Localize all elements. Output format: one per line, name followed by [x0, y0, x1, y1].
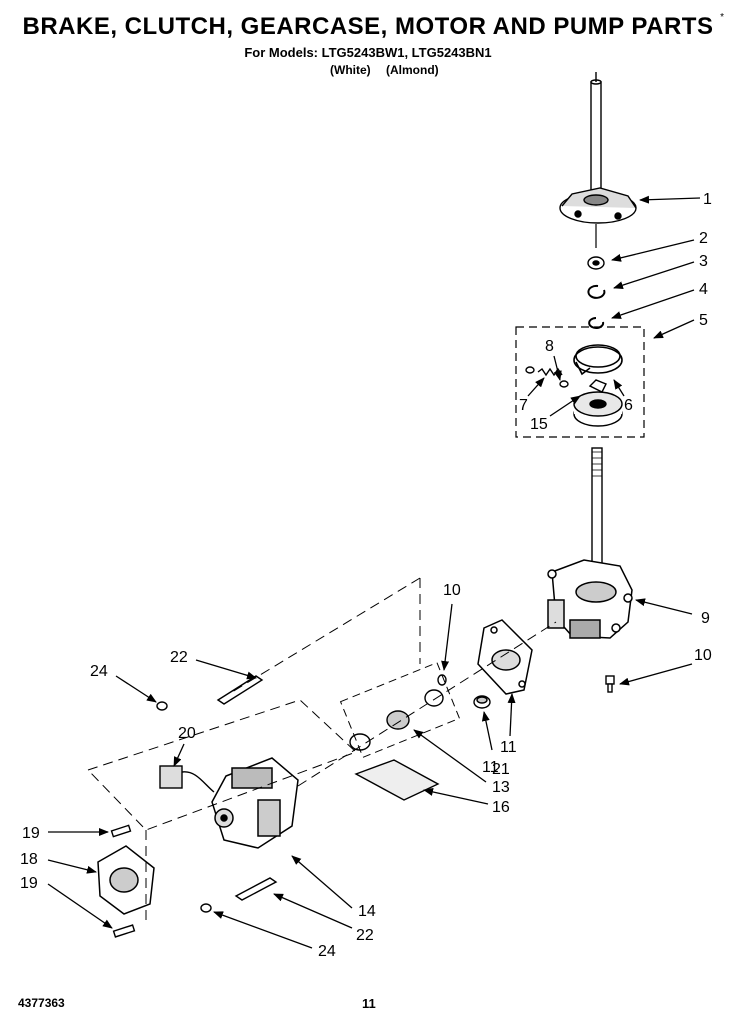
- part-8-pins: [525, 366, 569, 388]
- part-18-pump-housing: [97, 845, 155, 915]
- callout-16: 16: [492, 799, 510, 816]
- callout-11-plate: 11: [500, 739, 517, 756]
- part-19-clip-lower: [112, 924, 136, 938]
- part-1-brake-cam: [559, 187, 637, 224]
- callout-5: 5: [699, 312, 708, 329]
- part-3-retaining-ring: [587, 284, 606, 299]
- callout-24-lower: 24: [318, 943, 336, 960]
- callout-10-lower: 10: [694, 647, 712, 664]
- callout-19-lower: 19: [20, 875, 38, 892]
- part-15-clutch-drum: [573, 379, 623, 427]
- callout-10-upper: 10: [443, 582, 461, 599]
- part-pump-plate: [477, 619, 533, 695]
- part-16-mounting-pad: [354, 759, 440, 801]
- callout-6: 6: [624, 397, 633, 414]
- part-6-clutch-band: [573, 344, 623, 376]
- part-24-screw-upper: [156, 701, 168, 711]
- callout-22-upper: 22: [170, 649, 188, 666]
- callout-14: 14: [358, 903, 376, 920]
- part-19-clip-upper: [110, 824, 132, 838]
- part-10-bolt-upper: [437, 674, 447, 686]
- leader-lines: [47, 195, 701, 949]
- part-24-screw-lower: [200, 903, 212, 913]
- callout-labels: 1 2 3 4 5 6 7 8 9 10 10 11 11 13 14 15 1…: [20, 191, 712, 960]
- callout-24-upper: 24: [90, 663, 108, 680]
- models-line: For Models: LTG5243BW1, LTG5243BN1: [244, 45, 492, 60]
- part-drive-shaft: [591, 447, 603, 581]
- callout-9: 9: [701, 610, 710, 627]
- part-14-motor: [211, 757, 299, 849]
- page-number: 11: [362, 996, 376, 1011]
- part-shaft-assembly: [590, 72, 602, 198]
- part-9-gearcase: [547, 559, 633, 639]
- callout-11-cap: 11: [482, 759, 499, 776]
- corner-mark: *: [720, 12, 724, 23]
- color-labels: (White) (Almond): [330, 63, 451, 77]
- document-number: 4377363: [18, 996, 65, 1010]
- callout-13: 13: [492, 779, 510, 796]
- clutch-assembly-boundary: [515, 326, 645, 438]
- callout-18: 18: [20, 851, 38, 868]
- callout-22-lower: 22: [356, 927, 374, 944]
- part-22-belt-upper: [216, 675, 264, 705]
- callout-8: 8: [545, 338, 554, 355]
- part-7-spring: [537, 367, 563, 377]
- part-4-retaining-ring: [588, 317, 605, 329]
- motor-assembly-boundary: [87, 577, 557, 920]
- callout-15: 15: [530, 416, 548, 433]
- part-11-cap: [473, 695, 491, 709]
- callout-1: 1: [703, 191, 712, 208]
- part-20-switch: [159, 765, 215, 793]
- callout-19-upper: 19: [22, 825, 40, 842]
- part-22-belt-lower: [234, 877, 278, 901]
- color-white-label: (White): [330, 63, 371, 77]
- part-10-bolt-lower: [605, 675, 615, 693]
- callout-4: 4: [699, 281, 708, 298]
- color-almond-label: (Almond): [386, 63, 439, 77]
- callout-2: 2: [699, 230, 708, 247]
- callout-20: 20: [178, 725, 196, 742]
- callout-21: 21: [492, 761, 510, 778]
- part-2-washer: [587, 256, 605, 270]
- callout-7: 7: [519, 397, 528, 414]
- page-title: BRAKE, CLUTCH, GEARCASE, MOTOR AND PUMP …: [22, 13, 714, 40]
- callout-3: 3: [699, 253, 708, 270]
